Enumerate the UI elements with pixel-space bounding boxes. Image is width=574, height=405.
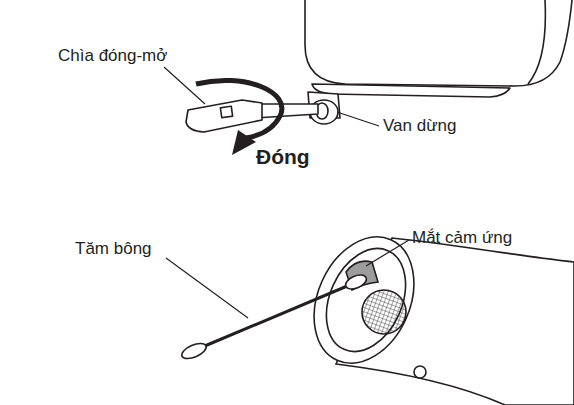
key-hole [220, 106, 232, 117]
leader-line [166, 258, 248, 318]
part-label: Chìa đóng-mở [58, 47, 167, 66]
body-hole [414, 366, 426, 378]
nozzle-opening [311, 236, 421, 364]
leader-line [366, 240, 409, 266]
swab-stick [200, 284, 352, 348]
close-arrowhead [232, 130, 256, 155]
device-lip [312, 84, 510, 97]
filter-mesh [362, 290, 406, 334]
device-edge [528, 0, 545, 84]
key-paddle [186, 100, 262, 132]
swab-tip [344, 272, 369, 292]
leader-line [337, 112, 379, 126]
action-label: Đóng [256, 145, 310, 168]
key-shaft [255, 104, 318, 118]
leader-line [164, 67, 205, 104]
part-label: Mắt cảm ứng [412, 229, 512, 248]
nozzle-body [336, 238, 574, 405]
close-arrow [196, 80, 282, 138]
device-body [305, 0, 572, 86]
part-label: Tăm bông [75, 240, 152, 259]
part-label: Van dừng [383, 117, 456, 136]
swab-tip [180, 340, 209, 361]
